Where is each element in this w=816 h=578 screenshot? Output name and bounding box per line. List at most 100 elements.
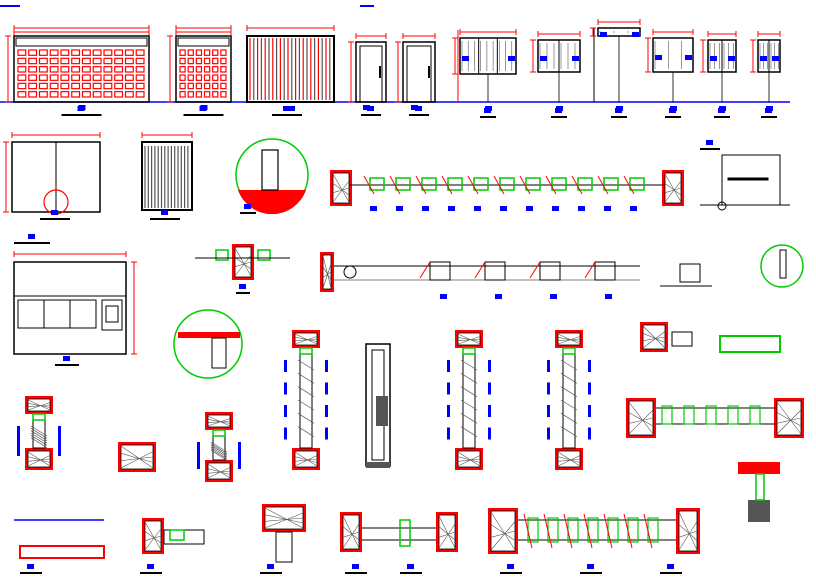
- line: [460, 399, 478, 411]
- line: [557, 333, 581, 345]
- annotation-tag: [197, 457, 200, 469]
- line: [467, 175, 479, 195]
- line: [342, 515, 360, 549]
- annotation-tag: [547, 427, 550, 440]
- line: [457, 451, 481, 467]
- line: [297, 359, 315, 371]
- annotation-tag: [710, 56, 717, 61]
- frame-line: [71, 74, 81, 81]
- line: [207, 419, 231, 424]
- frame-line: [187, 49, 194, 56]
- line: [457, 338, 481, 341]
- view-title-bar: [660, 572, 682, 574]
- line: [597, 175, 609, 195]
- footing: [748, 500, 770, 522]
- frame-line: [71, 91, 81, 98]
- horizontal-section-strip: [330, 170, 684, 211]
- annotation-tag: [396, 206, 403, 211]
- frame-line: [114, 82, 124, 90]
- line: [519, 175, 531, 195]
- line: [322, 263, 332, 289]
- frame-line: [81, 91, 91, 98]
- frame-profile: [399, 519, 411, 547]
- line: [207, 468, 231, 475]
- line: [297, 426, 315, 437]
- annotation-tag: [411, 105, 418, 110]
- annotation-tag: [447, 405, 450, 417]
- door-elevation: [5, 25, 150, 116]
- view-title-bar: [400, 572, 422, 574]
- line: [342, 526, 360, 541]
- frame-line: [101, 299, 123, 331]
- line: [30, 432, 48, 444]
- line: [678, 524, 698, 541]
- annotation-tag: [325, 360, 328, 372]
- sheet-title-mark: [0, 5, 20, 7]
- frame-line: [71, 49, 81, 56]
- frame-profile: [32, 413, 46, 421]
- line: [584, 261, 596, 279]
- frame-line: [103, 82, 113, 90]
- frame-line: [179, 57, 186, 65]
- annotation-tag: [550, 294, 557, 299]
- frame-line: [17, 299, 97, 329]
- frame-profile: [447, 177, 463, 191]
- frame-line: [187, 66, 194, 73]
- line: [457, 333, 481, 345]
- view-title-bar: [714, 116, 730, 118]
- window-elevation: [590, 19, 641, 118]
- view-title-bar: [580, 572, 602, 574]
- frame-profile: [683, 405, 695, 425]
- annotation-tag: [632, 32, 639, 37]
- annotation-tag: [447, 382, 450, 395]
- frame-line: [114, 74, 124, 81]
- annotation-tag: [587, 564, 594, 569]
- line: [560, 359, 578, 371]
- frame-line: [71, 57, 81, 65]
- line: [678, 511, 698, 551]
- line: [560, 426, 578, 437]
- sill-section: [195, 244, 290, 294]
- line: [332, 187, 350, 193]
- line: [144, 521, 162, 551]
- frame-line: [92, 82, 102, 90]
- line: [332, 173, 350, 203]
- frame-line: [406, 45, 432, 103]
- annotation-tag: [706, 140, 713, 145]
- line: [493, 175, 505, 195]
- line: [776, 409, 802, 435]
- frame-line: [49, 57, 59, 65]
- frame-line: [195, 66, 203, 73]
- track-section: [320, 252, 640, 299]
- line: [457, 455, 481, 467]
- annotation-tag: [685, 55, 692, 60]
- threshold: [366, 462, 390, 468]
- frame-line: [220, 91, 227, 98]
- line: [441, 175, 453, 195]
- frame-line: [81, 82, 91, 90]
- line: [27, 456, 51, 463]
- frame-profile: [421, 177, 437, 191]
- line: [264, 517, 304, 522]
- frame-line: [49, 66, 59, 73]
- line: [628, 412, 654, 427]
- line: [474, 261, 486, 279]
- view-title-bar: [345, 572, 367, 574]
- annotation-tag: [488, 405, 491, 417]
- frame-line: [679, 263, 701, 283]
- frame-line: [103, 91, 113, 98]
- frame-line: [187, 82, 194, 90]
- line: [294, 338, 318, 341]
- line: [210, 445, 228, 456]
- annotation-tag: [547, 405, 550, 417]
- frame-profile: [577, 177, 593, 191]
- frame-profile: [661, 405, 673, 425]
- line: [297, 399, 315, 411]
- annotation-tag: [540, 56, 547, 61]
- view-title-bar: [665, 116, 681, 118]
- line: [438, 526, 456, 541]
- frame-line: [359, 45, 383, 103]
- frame-line: [124, 49, 134, 56]
- annotation-tag: [147, 564, 154, 569]
